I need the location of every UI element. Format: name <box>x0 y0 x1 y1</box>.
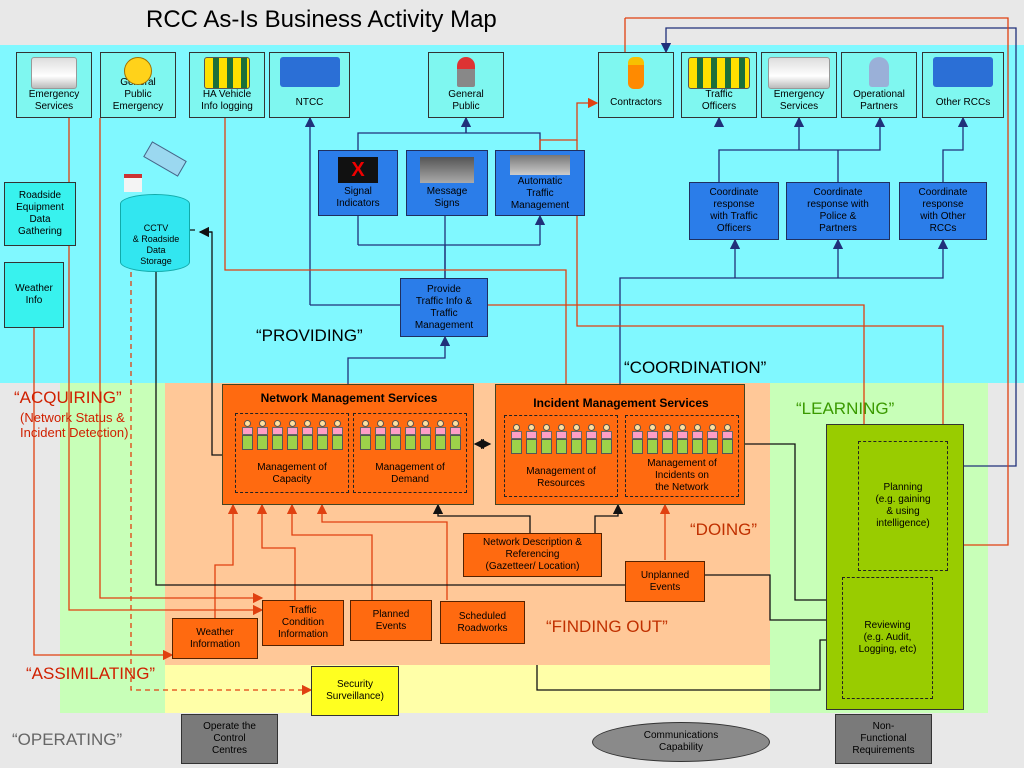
staff-group-icon <box>241 420 344 450</box>
cctv-storage-label: CCTV & Roadside Data Storage <box>132 223 180 266</box>
phase-acquiring-sub: (Network Status & Incident Detection) <box>20 410 129 440</box>
shocked-face-icon <box>124 57 152 85</box>
card-label: Contractors <box>610 97 662 108</box>
coordinate-traffic-officers-box: Coordinate response with Traffic Officer… <box>689 182 779 240</box>
planning-box: Planning (e.g. gaining & using intellige… <box>858 441 948 571</box>
comms-label: Communications Capability <box>643 730 719 753</box>
management-of-capacity: Management of Capacity <box>235 413 349 493</box>
scheduled-roadworks-box: Scheduled Roadworks <box>440 601 525 644</box>
phase-finding-out: “FINDING OUT” <box>546 617 668 636</box>
card-ntcc: NTCC <box>269 52 350 118</box>
motorway-logo-icon <box>279 57 340 87</box>
signal-indicators-box: X Signal Indicators <box>318 150 398 216</box>
security-surveillance-box: Security Surveillance) <box>311 666 399 716</box>
traffic-condition-box: Traffic Condition Information <box>262 600 344 646</box>
incidents-label: Management of Incidents on the Network <box>647 458 717 493</box>
signal-x-icon: X <box>338 156 378 183</box>
card-other-rccs: Other RCCs <box>922 52 1004 118</box>
unplanned-events-box: Unplanned Events <box>625 561 705 602</box>
provide-traffic-info-box: Provide Traffic Info & Traffic Managemen… <box>400 278 488 337</box>
page-title: RCC As-Is Business Activity Map <box>146 6 497 33</box>
card-general-public-emergency: General Public Emergency <box>100 52 176 118</box>
weather-information-box: Weather Information <box>172 618 258 659</box>
management-of-demand: Management of Demand <box>353 413 467 493</box>
person-icon <box>457 57 475 87</box>
message-signs-box: Message Signs <box>406 150 488 216</box>
phase-assimilating: “ASSIMILATING” <box>26 664 156 683</box>
staff-group-icon <box>510 424 613 454</box>
card-label: Emergency Services <box>28 89 80 112</box>
capacity-label: Management of Capacity <box>257 462 327 485</box>
card-label: NTCC <box>295 97 324 108</box>
cctv-storage-cylinder: CCTV & Roadside Data Storage <box>120 194 190 272</box>
phase-acquiring: “ACQUIRING” <box>14 388 122 407</box>
phase-providing: “PROVIDING” <box>256 326 363 345</box>
card-label: Operational Partners <box>853 89 905 112</box>
reviewing-box: Reviewing (e.g. Audit, Logging, etc) <box>842 577 933 699</box>
box-label: Automatic Traffic Management <box>510 175 570 211</box>
card-label: Emergency Services <box>773 89 825 112</box>
reviewing-label: Reviewing (e.g. Audit, Logging, etc) <box>858 620 917 655</box>
planned-events-box: Planned Events <box>350 600 432 641</box>
traffic-officer-icon <box>688 57 750 89</box>
message-sign-icon <box>420 156 474 183</box>
staff-group-icon <box>631 424 734 454</box>
partner-person-icon <box>869 57 889 87</box>
card-contractors: Contractors <box>598 52 674 118</box>
phase-doing: “DOING” <box>690 520 758 539</box>
patrol-vehicle-icon <box>204 57 250 89</box>
atm-box: Automatic Traffic Management <box>495 150 585 216</box>
card-traffic-officers: Traffic Officers <box>681 52 757 118</box>
learning-panel: Planning (e.g. gaining & using intellige… <box>826 424 964 710</box>
management-of-incidents: Management of Incidents on the Network <box>625 415 739 497</box>
card-operational-partners: Operational Partners <box>841 52 917 118</box>
police-car-icon <box>31 57 77 89</box>
planning-label: Planning (e.g. gaining & using intellige… <box>875 482 931 529</box>
coordinate-other-rccs-box: Coordinate response with Other RCCs <box>899 182 987 240</box>
coordinate-police-box: Coordinate response with Police & Partne… <box>786 182 890 240</box>
box-label: Message Signs <box>426 185 468 209</box>
phase-coordination: “COORDINATION” <box>624 358 767 377</box>
weather-info-box: Weather Info <box>4 262 64 328</box>
card-label: HA Vehicle Info logging <box>201 89 253 112</box>
communications-cloud: Communications Capability <box>592 722 770 762</box>
network-management-panel: Network Management Services Management o… <box>222 384 474 505</box>
management-of-resources: Management of Resources <box>504 415 618 497</box>
phase-learning: “LEARNING” <box>796 399 895 418</box>
resources-label: Management of Resources <box>526 466 596 489</box>
card-emergency-services-left: Emergency Services <box>16 52 92 118</box>
traffic-photo-icon <box>510 154 570 175</box>
worker-icon <box>628 57 644 89</box>
card-ha-vehicle: HA Vehicle Info logging <box>189 52 265 118</box>
police-car-icon <box>768 57 830 89</box>
card-emergency-services-right: Emergency Services <box>761 52 837 118</box>
operate-control-centres-box: Operate the Control Centres <box>181 714 278 764</box>
motorway-logo-icon <box>933 57 993 87</box>
incident-management-title: Incident Management Services <box>533 396 709 410</box>
card-label: Other RCCs <box>935 97 991 108</box>
card-general-public: General Public <box>428 52 504 118</box>
network-description-box: Network Description & Referencing (Gazet… <box>463 533 602 577</box>
roadside-equipment-box: Roadside Equipment Data Gathering <box>4 182 76 246</box>
card-label: Traffic Officers <box>701 89 737 112</box>
staff-group-icon <box>359 420 462 450</box>
yellow-zone <box>165 665 770 713</box>
phase-operating: “OPERATING” <box>12 730 123 749</box>
demand-label: Management of Demand <box>375 462 445 485</box>
house-icon <box>124 174 142 192</box>
card-label: General Public <box>448 89 484 112</box>
box-label: Signal Indicators <box>336 185 380 209</box>
incident-management-panel: Incident Management Services Management … <box>495 384 745 505</box>
non-functional-requirements-box: Non- Functional Requirements <box>835 714 932 764</box>
network-management-title: Network Management Services <box>260 391 438 405</box>
